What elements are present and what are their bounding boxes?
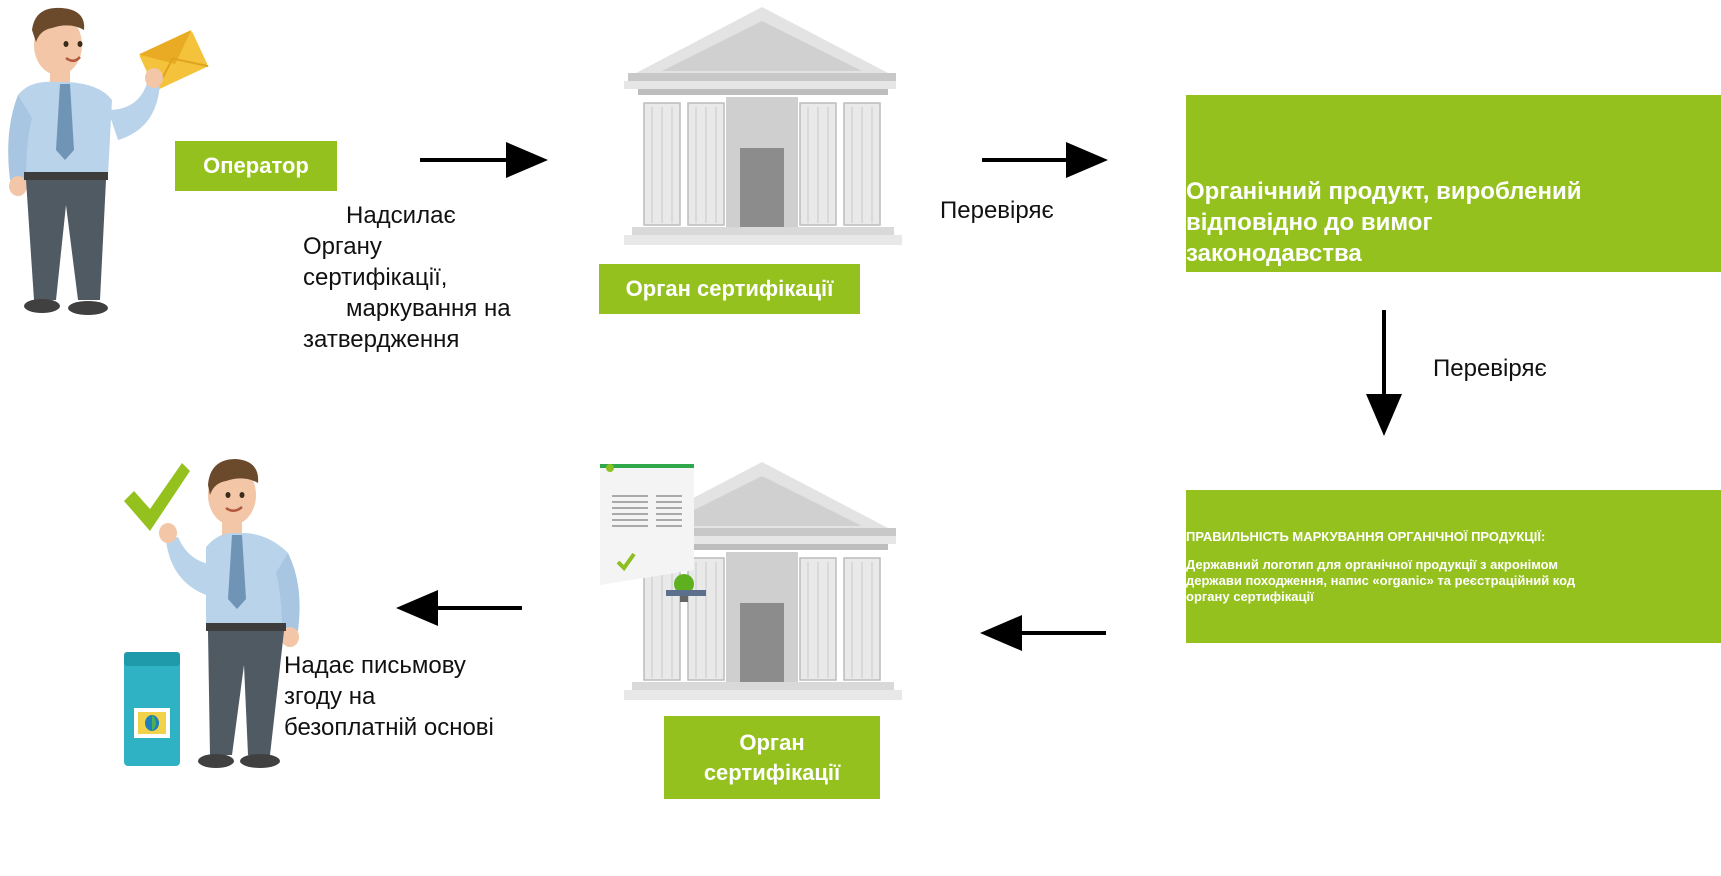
labeling-item-text: Державний логотип для органічної продукц… <box>1186 557 1576 604</box>
arrow-right-2 <box>982 142 1108 178</box>
sends-text: Надсилає Органу сертифікації, маркування… <box>303 200 553 355</box>
checks-text-1: Перевіряє <box>940 197 1054 224</box>
government-building-document-icon <box>600 462 902 700</box>
labeling-item: Державний логотип для органічної продукц… <box>1186 557 1586 605</box>
labeling-requirements-box: ПРАВИЛЬНІСТЬ МАРКУВАННЯ ОРГАНІЧНОЇ ПРОДУ… <box>1186 490 1721 643</box>
sends-line-5: затвердження <box>303 326 460 353</box>
organic-package-icon <box>124 652 180 766</box>
gives-line-2: згоду на <box>284 683 376 710</box>
sends-line-4: маркування на <box>346 295 511 322</box>
cert-body-bottom-line-2: сертифікації <box>703 760 841 785</box>
organic-product-box: Органічний продукт, вироблений відповідн… <box>1186 95 1721 272</box>
cert-body-label-top: Орган сертифікації <box>599 264 860 314</box>
checks-text-2: Перевіряє <box>1433 355 1547 382</box>
businessman-envelope-icon <box>8 7 209 315</box>
sends-line-3: сертифікації, <box>303 264 448 291</box>
sends-line-1: Надсилає <box>346 202 456 229</box>
arrow-right-1 <box>420 142 548 178</box>
gives-line-1: Надає письмову <box>284 652 466 679</box>
arrow-left-1 <box>980 615 1106 651</box>
businessman-checkmark-icon <box>124 459 300 768</box>
operator-label: Оператор <box>175 141 337 191</box>
arrow-down <box>1366 310 1402 436</box>
gives-line-3: безоплатній основі <box>284 714 494 741</box>
labeling-title: ПРАВИЛЬНІСТЬ МАРКУВАННЯ ОРГАНІЧНОЇ ПРОДУ… <box>1186 529 1546 544</box>
cert-body-label-bottom: Орган сертифікації <box>664 716 880 799</box>
government-building-icon <box>624 7 902 245</box>
sends-line-2: Органу <box>303 233 382 260</box>
arrow-left-2 <box>396 590 522 626</box>
cert-body-bottom-line-1: Орган <box>739 730 805 755</box>
organic-product-text: Органічний продукт, вироблений відповідн… <box>1186 178 1582 267</box>
gives-text: Надає письмову згоду на безоплатній осно… <box>284 650 544 743</box>
